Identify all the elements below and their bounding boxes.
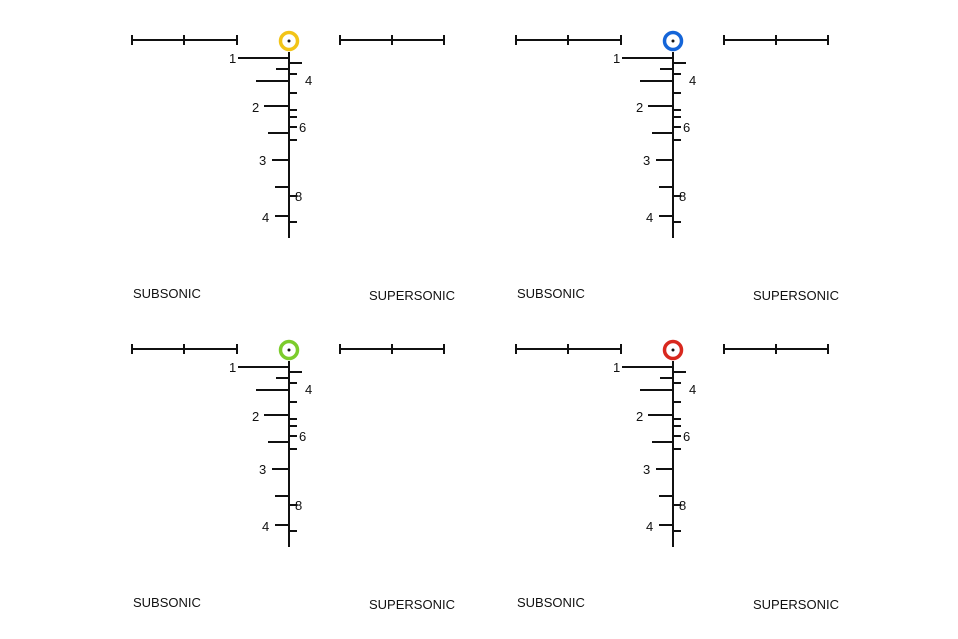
- subsonic-label: SUBSONIC: [517, 595, 585, 610]
- mark-left-3: 3: [643, 462, 651, 477]
- reticle-lines: [131, 344, 445, 547]
- center-dot: [671, 39, 675, 43]
- mark-left-1: 1: [613, 360, 621, 375]
- mark-left-3: 3: [643, 153, 651, 168]
- mark-right-6: 6: [299, 429, 307, 444]
- mark-left-2: 2: [636, 409, 644, 424]
- mark-right-8: 8: [679, 498, 687, 513]
- supersonic-label: SUPERSONIC: [753, 288, 839, 303]
- mark-left-4: 4: [262, 519, 270, 534]
- reticle-diagram: [515, 30, 829, 238]
- mark-left-2: 2: [252, 409, 260, 424]
- subsonic-label: SUBSONIC: [517, 286, 585, 301]
- reticle-diagram: [515, 339, 829, 547]
- center-ring: [662, 30, 684, 52]
- supersonic-label: SUPERSONIC: [753, 597, 839, 612]
- subsonic-label: SUBSONIC: [133, 595, 201, 610]
- reticle-yellow: 1 2 3 4 4 6 8 SUBSONIC SUPERSONIC: [0, 0, 479, 320]
- mark-left-4: 4: [646, 519, 654, 534]
- mark-right-4: 4: [689, 73, 697, 88]
- mark-left-2: 2: [252, 100, 260, 115]
- reticle-lines: [131, 35, 445, 238]
- center-dot: [287, 39, 291, 43]
- mark-left-3: 3: [259, 153, 267, 168]
- mark-left-2: 2: [636, 100, 644, 115]
- center-dot: [287, 348, 291, 352]
- mark-left-4: 4: [646, 210, 654, 225]
- mark-right-6: 6: [683, 429, 691, 444]
- mark-right-8: 8: [679, 189, 687, 204]
- supersonic-label: SUPERSONIC: [369, 597, 455, 612]
- mark-right-4: 4: [689, 382, 697, 397]
- reticle-lines: [515, 344, 829, 547]
- mark-right-4: 4: [305, 73, 313, 88]
- center-dot: [671, 348, 675, 352]
- mark-right-6: 6: [683, 120, 691, 135]
- mark-left-1: 1: [229, 360, 237, 375]
- center-ring: [278, 30, 300, 52]
- reticle-diagram: [131, 339, 445, 547]
- center-ring: [278, 339, 300, 361]
- supersonic-label: SUPERSONIC: [369, 288, 455, 303]
- reticle-lines: [515, 35, 829, 238]
- mark-right-6: 6: [299, 120, 307, 135]
- center-ring: [662, 339, 684, 361]
- reticle-diagram: [131, 30, 445, 238]
- mark-right-8: 8: [295, 498, 303, 513]
- mark-right-4: 4: [305, 382, 313, 397]
- reticle-red: 1 2 3 4 4 6 8 SUBSONIC SUPERSONIC: [384, 309, 863, 629]
- subsonic-label: SUBSONIC: [133, 286, 201, 301]
- mark-right-8: 8: [295, 189, 303, 204]
- reticle-blue: 1 2 3 4 4 6 8 SUBSONIC SUPERSONIC: [384, 0, 863, 320]
- reticle-green: 1 2 3 4 4 6 8 SUBSONIC SUPERSONIC: [0, 309, 479, 629]
- mark-left-4: 4: [262, 210, 270, 225]
- mark-left-1: 1: [229, 51, 237, 66]
- mark-left-1: 1: [613, 51, 621, 66]
- mark-left-3: 3: [259, 462, 267, 477]
